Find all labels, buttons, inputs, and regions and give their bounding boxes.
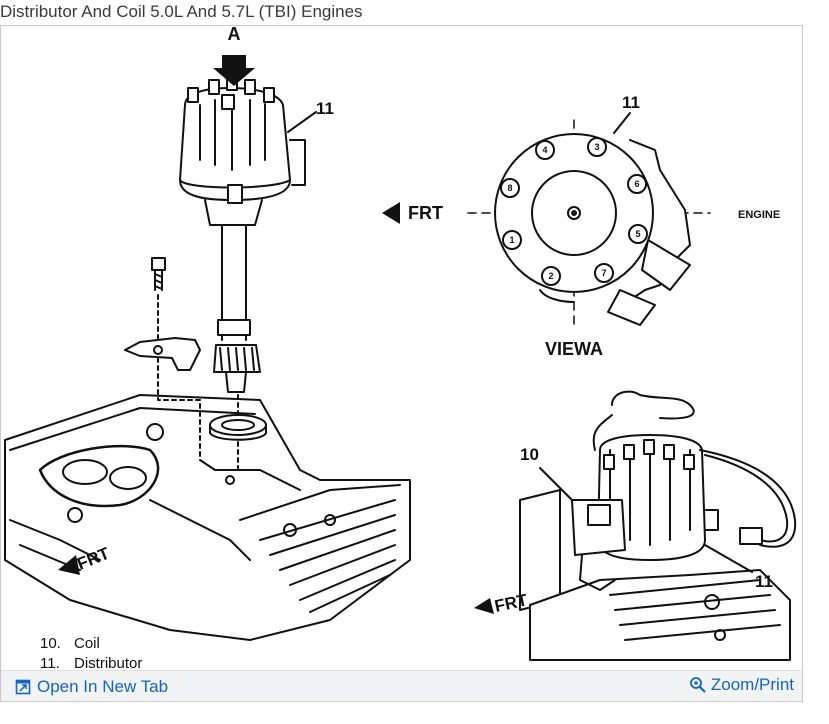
label-11-view: 11 [622,93,640,112]
label-frt-view: FRT [408,203,443,223]
zoom-icon [689,677,706,693]
cap-number: 3 [594,142,599,152]
installed-view-drawing [474,390,797,661]
label-11-installed: 11 [755,572,773,591]
cap-number: 4 [542,145,547,155]
view-a-drawing [382,112,711,331]
cap-number: 2 [548,271,553,281]
legend-item-distributor: 11. Distributor [40,654,142,674]
zoom-print-link[interactable]: Zoom/Print [689,675,794,695]
legend: 10. Coil 11. Distributor [40,634,142,674]
legend-text: Distributor [74,655,143,672]
open-in-new-tab-label: Open In New Tab [37,677,169,696]
label-engine: ENGINE [738,209,780,221]
label-a: A [228,24,241,44]
frt-left-arrow [58,555,80,575]
open-new-tab-icon [15,679,31,695]
open-in-new-tab-link[interactable]: Open In New Tab [15,677,168,697]
label-view-a: VIEWA [545,339,603,359]
zoom-print-label: Zoom/Print [710,675,794,694]
cap-number: 6 [634,179,639,189]
distributor-exploded-drawing [124,55,317,471]
legend-number: 11. [40,655,60,672]
label-10-coil: 10 [520,445,539,464]
image-action-bar: Open In New Tab Zoom/Print [1,670,802,701]
legend-item-coil: 10. Coil [40,634,142,654]
cap-number: 7 [601,268,606,278]
intake-manifold-drawing [4,394,411,641]
legend-text: Coil [74,635,100,652]
label-11-distributor: 11 [316,99,334,118]
cap-number: 5 [635,229,640,239]
page-title: Distributor And Coil 5.0L And 5.7L (TBI)… [0,2,363,21]
cap-number: 8 [507,183,512,193]
legend-number: 10. [40,635,61,652]
cap-number: 1 [509,235,514,245]
label-frt-right: FRT [493,590,530,616]
